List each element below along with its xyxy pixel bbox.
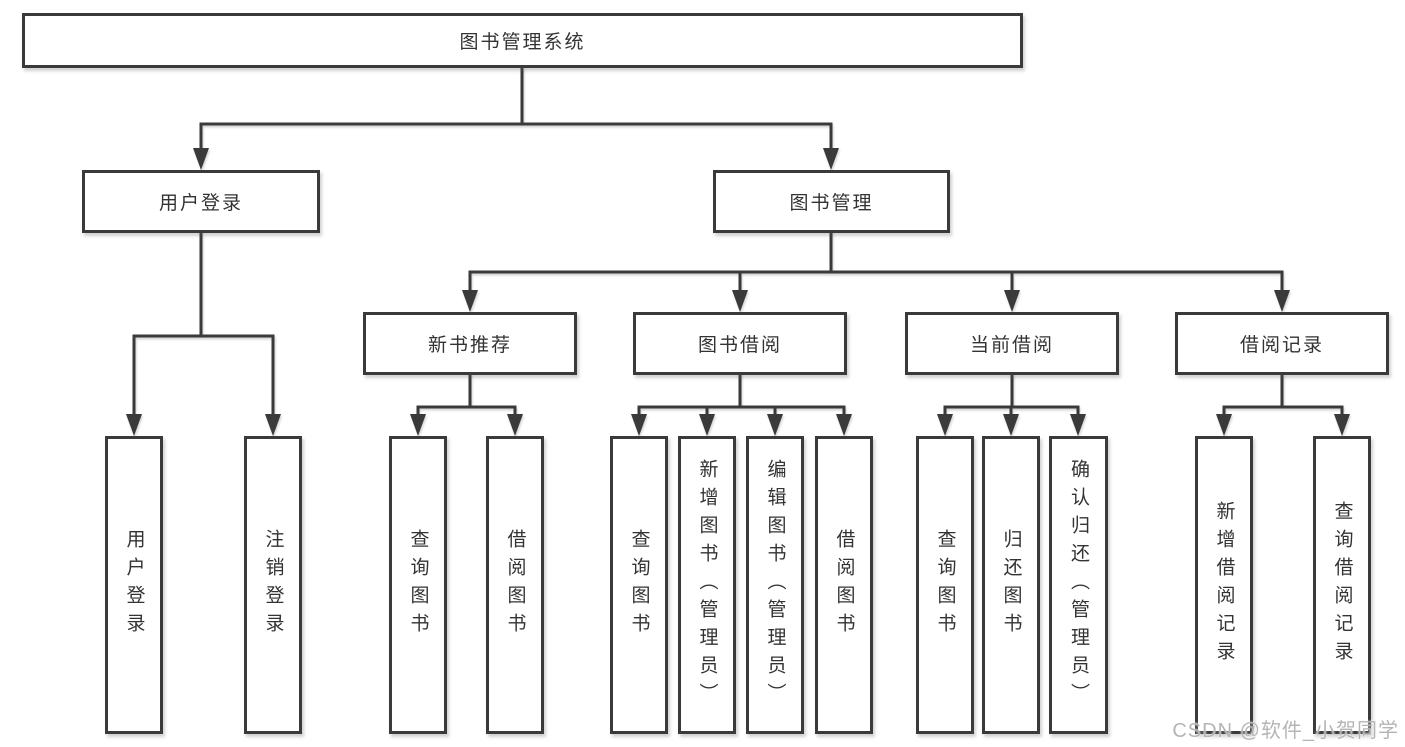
leaf-records-query-record: 查询借阅记录: [1313, 436, 1371, 734]
leaf-user-login: 用户登录: [105, 436, 163, 734]
leaf-logout-label: 注销登录: [262, 529, 284, 641]
node-book-management: 图书管理: [713, 170, 950, 233]
node-book-borrow: 图书借阅: [633, 312, 847, 375]
node-current-borrow-label: 当前借阅: [969, 335, 1054, 356]
leaf-current-return-books: 归还图书: [982, 436, 1040, 734]
leaf-current-confirm-return-admin-label: 确认归还（管理员）: [1068, 459, 1089, 711]
leaf-logout: 注销登录: [244, 436, 302, 734]
leaf-borrow-add-books-admin: 新增图书（管理员）: [678, 436, 736, 734]
leaf-newbook-borrow-books: 借阅图书: [486, 436, 544, 734]
node-user-login: 用户登录: [82, 170, 320, 233]
node-current-borrow: 当前借阅: [905, 312, 1119, 375]
leaf-newbook-borrow-books-label: 借阅图书: [504, 529, 526, 641]
leaf-borrow-edit-books-admin: 编辑图书（管理员）: [746, 436, 804, 734]
node-borrow-records: 借阅记录: [1175, 312, 1389, 375]
node-root: 图书管理系统: [22, 13, 1023, 68]
node-new-book-recommend-label: 新书推荐: [427, 335, 512, 356]
leaf-borrow-borrow-books: 借阅图书: [815, 436, 873, 734]
csdn-watermark: CSDN @软件_小贺同学: [1172, 720, 1399, 742]
leaf-newbook-query-books: 查询图书: [389, 436, 447, 734]
node-book-management-label: 图书管理: [789, 193, 874, 214]
leaf-current-query-books-label: 查询图书: [934, 529, 956, 641]
leaf-borrow-query-books: 查询图书: [610, 436, 668, 734]
leaf-current-confirm-return-admin: 确认归还（管理员）: [1049, 436, 1108, 734]
leaf-current-return-books-label: 归还图书: [1000, 529, 1022, 641]
node-user-login-label: 用户登录: [158, 193, 243, 214]
leaf-user-login-label: 用户登录: [123, 529, 145, 641]
leaf-borrow-borrow-books-label: 借阅图书: [833, 529, 855, 641]
node-borrow-records-label: 借阅记录: [1239, 335, 1324, 356]
leaf-records-add-record-label: 新增借阅记录: [1213, 501, 1235, 669]
node-root-label: 图书管理系统: [459, 32, 586, 53]
arrowheads: [126, 148, 1350, 436]
leaf-newbook-query-books-label: 查询图书: [407, 529, 429, 641]
leaf-borrow-add-books-admin-label: 新增图书（管理员）: [696, 459, 718, 711]
leaf-records-query-record-label: 查询借阅记录: [1331, 501, 1353, 669]
node-new-book-recommend: 新书推荐: [363, 312, 577, 375]
leaf-current-query-books: 查询图书: [916, 436, 974, 734]
leaf-records-add-record: 新增借阅记录: [1195, 436, 1253, 734]
leaf-borrow-edit-books-admin-label: 编辑图书（管理员）: [764, 459, 786, 711]
node-book-borrow-label: 图书借阅: [697, 335, 782, 356]
leaf-borrow-query-books-label: 查询图书: [628, 529, 650, 641]
